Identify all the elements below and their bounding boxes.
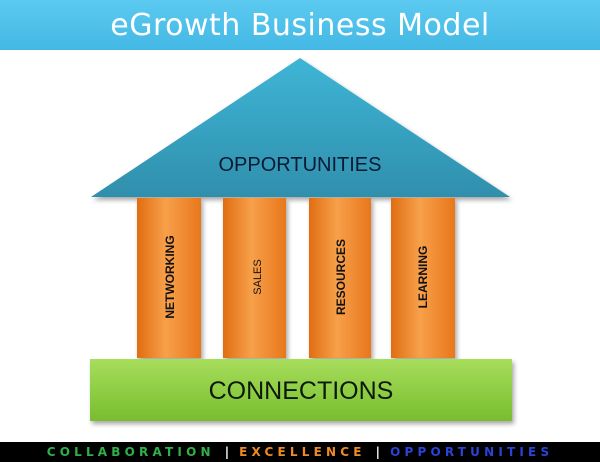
roof-label: OPPORTUNITIES bbox=[219, 154, 382, 176]
footer-separator: | bbox=[224, 445, 230, 459]
pillar-label-resources: RESOURCES bbox=[334, 239, 348, 315]
pillar-label-sales: SALES bbox=[252, 259, 264, 294]
base-block bbox=[90, 359, 512, 421]
pillar-learning: LEARNING bbox=[391, 198, 455, 358]
footer-item-collaboration: COLLABORATION bbox=[46, 445, 215, 459]
footer-item-opportunities: OPPORTUNITIES bbox=[390, 445, 554, 459]
footer-bar: COLLABORATION | EXCELLENCE | OPPORTUNITI… bbox=[0, 442, 600, 462]
header-bar: eGrowth Business Model bbox=[0, 0, 600, 50]
business-model-diagram: OPPORTUNITIES NETWORKING SALES RESOURCES… bbox=[90, 58, 512, 421]
base-label: CONNECTIONS bbox=[209, 377, 394, 405]
pillar-label-learning: LEARNING bbox=[416, 246, 430, 309]
pillar-networking: NETWORKING bbox=[137, 198, 201, 358]
pillar-sales: SALES bbox=[223, 198, 286, 358]
footer-separator: | bbox=[375, 445, 381, 459]
pillar-resources: RESOURCES bbox=[309, 198, 371, 358]
pillar-label-networking: NETWORKING bbox=[163, 235, 177, 318]
footer-item-excellence: EXCELLENCE bbox=[239, 445, 366, 459]
roof-triangle bbox=[91, 58, 510, 197]
page-title: eGrowth Business Model bbox=[110, 7, 490, 43]
